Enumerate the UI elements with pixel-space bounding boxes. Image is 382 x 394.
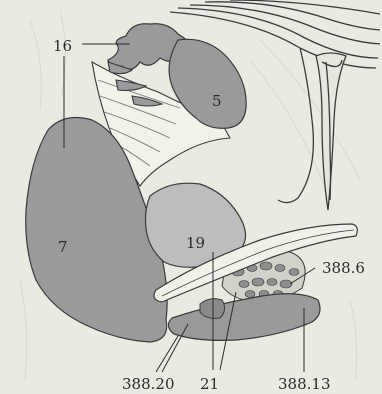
label-21: 21 xyxy=(200,375,219,393)
label-5: 5 xyxy=(212,92,222,110)
structure-388-13 xyxy=(168,294,320,341)
label-388-6: 388.6 xyxy=(322,259,365,277)
label-388-20: 388.20 xyxy=(122,375,175,393)
label-19: 19 xyxy=(186,234,205,252)
label-16: 16 xyxy=(53,37,72,55)
structure-small-21 xyxy=(200,299,225,319)
right-vertical-structure xyxy=(316,53,346,210)
leader-388-20-a xyxy=(156,336,178,372)
label-388-13: 388.13 xyxy=(278,375,331,393)
label-7: 7 xyxy=(58,238,68,256)
